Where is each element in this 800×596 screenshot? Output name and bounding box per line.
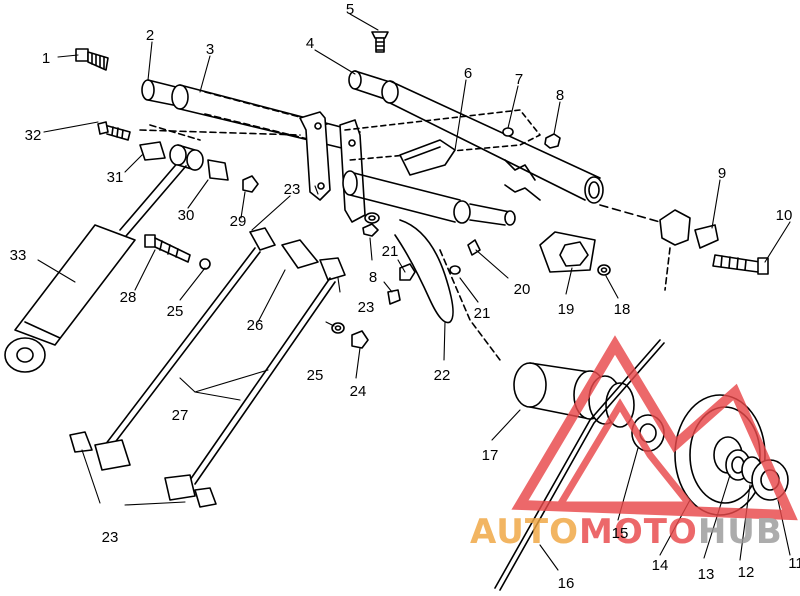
callouts: 1 2 3 4 5 6 7 8 8 9 10 11 12 13 14 15 16… xyxy=(10,1,800,592)
callout-11: 11 xyxy=(788,555,800,572)
watermark-text-part1: AUTO xyxy=(470,512,579,552)
bushing-upper xyxy=(169,144,204,171)
washer-18 xyxy=(597,264,611,276)
callout-24: 24 xyxy=(350,383,367,400)
watermark-logo xyxy=(511,335,798,521)
callout-32: 32 xyxy=(25,127,42,144)
callout-16: 16 xyxy=(558,575,575,592)
dashed-lines-left xyxy=(139,124,301,141)
nut-8-top xyxy=(544,133,561,149)
bushing-23-upper xyxy=(249,227,276,251)
callout-6: 6 xyxy=(464,65,472,82)
callout-23-mid: 23 xyxy=(358,299,375,316)
callout-21-right: 21 xyxy=(474,305,491,322)
bolt-28 xyxy=(144,234,211,270)
callout-8-top: 8 xyxy=(556,87,564,104)
washer-7 xyxy=(502,127,514,137)
wheel-14 xyxy=(674,394,766,516)
watermark-text-part2: MOTO xyxy=(579,512,698,552)
spring-rod-16 xyxy=(494,339,665,591)
rod-27-left xyxy=(104,247,261,450)
callout-30: 30 xyxy=(178,207,195,224)
bushings-23-lower xyxy=(69,431,217,508)
leader-lines xyxy=(37,13,791,571)
nut-21 xyxy=(387,263,416,305)
bolt-32 xyxy=(97,121,131,141)
callout-15: 15 xyxy=(612,525,629,542)
strap-22 xyxy=(394,219,501,361)
callout-28: 28 xyxy=(120,289,137,306)
callout-20: 20 xyxy=(514,281,531,298)
spacer-26 xyxy=(281,239,319,269)
callout-29: 29 xyxy=(230,213,247,230)
clip-9 xyxy=(599,204,719,291)
center-shaft xyxy=(342,170,516,226)
block-19 xyxy=(539,231,596,273)
callout-3: 3 xyxy=(206,41,214,58)
callout-14: 14 xyxy=(652,557,669,574)
bracket-6 xyxy=(399,139,456,176)
nut-29 xyxy=(242,175,259,193)
callout-7: 7 xyxy=(515,71,523,88)
washer-25-lower xyxy=(331,322,345,334)
shock-33 xyxy=(4,159,187,373)
callout-19: 19 xyxy=(558,301,575,318)
nut-24 xyxy=(351,330,369,349)
bolt-part xyxy=(75,48,109,71)
callout-2: 2 xyxy=(146,27,154,44)
callout-9: 9 xyxy=(718,165,726,182)
bolt-10 xyxy=(712,254,769,275)
callout-13: 13 xyxy=(698,566,715,583)
callout-33: 33 xyxy=(10,247,27,264)
callout-31: 31 xyxy=(107,169,124,186)
spacer-31 xyxy=(139,141,166,161)
callout-4: 4 xyxy=(306,35,314,52)
screw-5 xyxy=(371,31,389,53)
callout-10: 10 xyxy=(776,207,793,224)
callout-8-center: 8 xyxy=(369,269,377,286)
callout-1: 1 xyxy=(42,50,50,67)
callout-21-left: 21 xyxy=(382,243,399,260)
callout-18: 18 xyxy=(614,301,631,318)
callout-5: 5 xyxy=(346,1,354,18)
washers-8-center xyxy=(362,212,380,237)
callout-23-upper: 23 xyxy=(284,181,301,198)
right-shaft xyxy=(348,70,604,204)
callout-12: 12 xyxy=(738,564,755,581)
rod-27-right xyxy=(189,277,336,485)
diagram-drawing xyxy=(4,13,791,591)
upper-shaft xyxy=(141,79,361,151)
callout-17: 17 xyxy=(482,447,499,464)
callout-27: 27 xyxy=(172,407,189,424)
callout-25-lower: 25 xyxy=(307,367,324,384)
watermark-text: AUTOMOTOHUB xyxy=(470,512,783,552)
bushing-23-mid xyxy=(319,257,346,281)
bolt-20 xyxy=(449,239,481,275)
callout-25-left: 25 xyxy=(167,303,184,320)
watermark: AUTOMOTOHUB xyxy=(470,335,798,552)
spacer-30 xyxy=(207,159,229,181)
watermark-text-part3: HUB xyxy=(698,512,783,552)
callout-23-lower: 23 xyxy=(102,529,119,546)
callout-22: 22 xyxy=(434,367,451,384)
callout-26: 26 xyxy=(247,317,264,334)
